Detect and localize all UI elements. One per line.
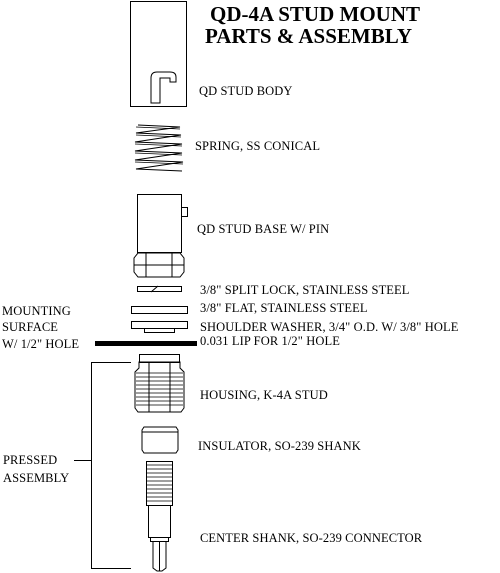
pressed-assembly-line2: ASSEMBLY <box>3 471 70 485</box>
spring-drawing <box>134 124 184 172</box>
title-line-1: QD-4A STUD MOUNT <box>210 2 421 26</box>
label-spring: SPRING, SS CONICAL <box>195 139 321 153</box>
title-line-2: PARTS & ASSEMBLY <box>205 24 412 48</box>
mounting-surface-line3: W/ 1/2" HOLE <box>2 337 80 351</box>
shoulder-washer-drawing <box>131 321 188 333</box>
label-insulator: INSULATOR, SO-239 SHANK <box>198 439 361 453</box>
pressed-assembly-bracket <box>74 362 131 569</box>
insulator-drawing <box>141 426 179 454</box>
center-shank-drawing <box>146 461 173 572</box>
mounting-surface-line1: MOUNTING <box>2 304 71 318</box>
flat-washer-drawing <box>131 306 188 314</box>
stud-base-drawing <box>133 194 188 278</box>
mounting-surface-line <box>95 341 197 346</box>
label-shoulder-washer: SHOULDER WASHER, 3/4" O.D. W/ 3/8" HOLE <box>200 320 459 334</box>
housing-drawing <box>134 354 185 413</box>
mounting-surface-line2: SURFACE <box>2 320 59 334</box>
label-stud-base: QD STUD BASE W/ PIN <box>197 222 330 236</box>
label-lip: 0.031 LIP FOR 1/2" HOLE <box>200 334 340 348</box>
label-housing: HOUSING, K-4A STUD <box>200 388 328 402</box>
label-stud-body: QD STUD BODY <box>199 84 293 98</box>
label-center-shank: CENTER SHANK, SO-239 CONNECTOR <box>200 531 423 545</box>
stud-body-drawing <box>130 1 187 107</box>
split-lock-drawing <box>137 285 182 293</box>
label-split-lock: 3/8" SPLIT LOCK, STAINLESS STEEL <box>200 283 410 297</box>
label-flat-washer: 3/8" FLAT, STAINLESS STEEL <box>200 301 368 315</box>
pressed-assembly-line1: PRESSED <box>3 453 58 467</box>
